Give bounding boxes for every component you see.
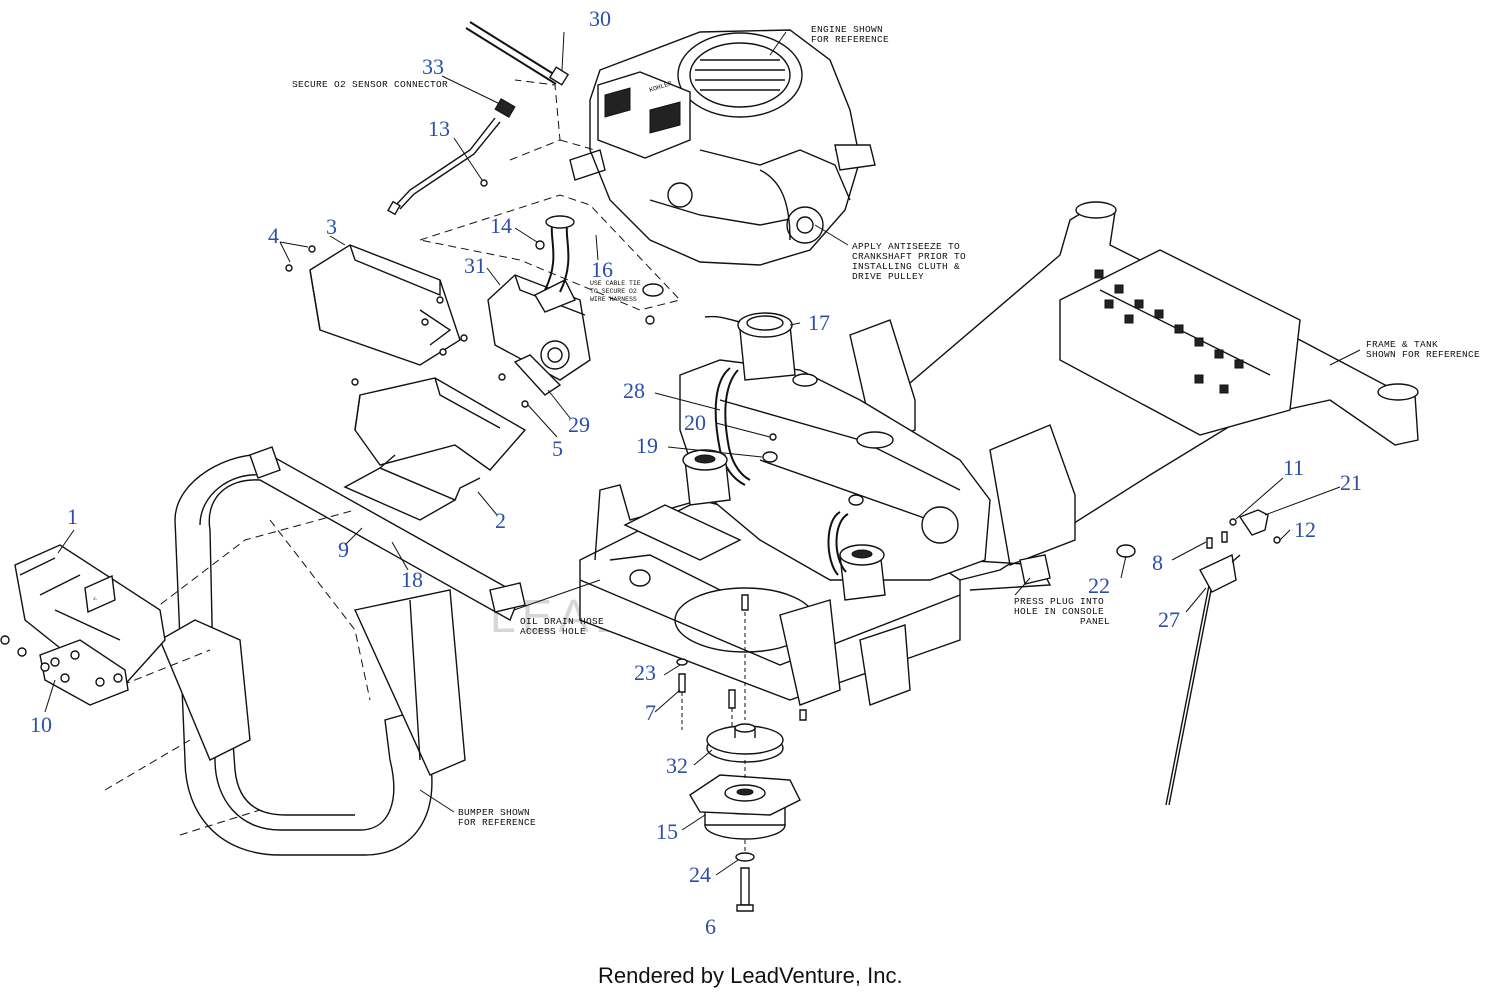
pto-clutch (689, 774, 801, 840)
screw-13 (480, 179, 488, 187)
engine-mount-phantom (418, 194, 681, 311)
callout-31: 31 (464, 253, 486, 278)
callout-4: 4 (268, 223, 279, 248)
washer-24 (735, 852, 755, 862)
canister-left (682, 449, 731, 506)
callout-7: 7 (645, 700, 656, 725)
fuel-cap (704, 312, 796, 381)
screw-12 (1273, 536, 1281, 544)
note-engine-2: FOR REFERENCE (811, 34, 889, 45)
dipstick-tube (465, 21, 570, 86)
front-plate: ⚠ (14, 544, 166, 706)
callout-14: 14 (490, 213, 512, 238)
nut-14 (535, 240, 545, 250)
callout-30: 30 (589, 6, 611, 31)
screw-4b (285, 264, 293, 272)
callout-24: 24 (689, 862, 711, 887)
frame-reference (579, 201, 1419, 706)
note-plug-1: PRESS PLUG INTO (1014, 596, 1104, 607)
reference-notes: ENGINE SHOWN FOR REFERENCE SECURE O2 SEN… (292, 24, 1480, 828)
note-oil-2: ACCESS HOLE (520, 626, 586, 637)
control-rod (1165, 553, 1241, 806)
callout-9: 9 (338, 537, 349, 562)
bumper-phantom (104, 509, 371, 836)
footer-credit: Rendered by LeadVenture, Inc. (598, 963, 903, 988)
callout-16: 16 (591, 257, 613, 282)
note-frame-1: FRAME & TANK (1366, 339, 1438, 350)
note-plug-2: HOLE IN CONSOLE (1014, 606, 1104, 617)
callout-32: 32 (666, 753, 688, 778)
mount-bracket (343, 377, 527, 521)
note-plug-3: PANEL (1080, 616, 1110, 627)
leader-lines (44, 31, 1361, 876)
heat-shield (309, 244, 461, 366)
note-cabletie-3: WIRE HARNESS (590, 296, 637, 303)
callout-6: 6 (705, 914, 716, 939)
screw-11 (1229, 518, 1237, 526)
callout-numbers: 30 33 13 3 4 14 16 31 29 5 2 9 18 1 10 1… (30, 6, 1362, 939)
note-engine-1: ENGINE SHOWN (811, 24, 883, 35)
note-frame-2: SHOWN FOR REFERENCE (1366, 349, 1480, 360)
callout-8: 8 (1152, 550, 1163, 575)
callout-17: 17 (808, 310, 830, 335)
callout-33: 33 (422, 54, 444, 79)
muffler (487, 215, 591, 381)
note-oil-1: OIL DRAIN HOSE (520, 616, 604, 627)
note-antiseize-3: INSTALLING CLUTH & (852, 261, 960, 272)
fuel-hose (714, 367, 746, 486)
exhaust-gasket (642, 283, 664, 297)
callout-3: 3 (326, 214, 337, 239)
bracket-21 (1238, 509, 1269, 536)
svg-text:⚠: ⚠ (92, 595, 97, 602)
callout-1: 1 (67, 504, 78, 529)
note-o2: SECURE O2 SENSOR CONNECTOR (292, 79, 448, 90)
nuts-10 (0, 635, 70, 683)
callout-10: 10 (30, 712, 52, 737)
note-antiseize-1: APPLY ANTISEEZE TO (852, 241, 960, 252)
canister-right (839, 544, 886, 601)
note-bumper-1: BUMPER SHOWN (458, 807, 530, 818)
screw-20 (769, 433, 777, 441)
o2-sensor-connector (387, 98, 516, 216)
screw-8 (1206, 537, 1213, 549)
bolt-7 (678, 673, 686, 693)
callout-15: 15 (656, 819, 678, 844)
callout-27: 27 (1158, 607, 1180, 632)
note-bumper-2: FOR REFERENCE (458, 817, 536, 828)
note-antiseize-2: CRANKSHAFT PRIOR TO (852, 251, 966, 262)
callout-18: 18 (401, 567, 423, 592)
callout-2: 2 (495, 508, 506, 533)
heat-deflector (513, 354, 562, 396)
callout-5: 5 (552, 436, 563, 461)
callout-20: 20 (684, 410, 706, 435)
callout-28: 28 (623, 378, 645, 403)
hose-clamp-19 (762, 451, 778, 463)
callout-11: 11 (1283, 455, 1304, 480)
bumper-reference (159, 446, 526, 856)
engine-reference: KOHLER (569, 29, 876, 266)
note-cabletie-2: TO SECURE O2 (590, 288, 637, 295)
washer-23 (676, 658, 688, 666)
console-plug (1116, 544, 1136, 558)
callout-12: 12 (1294, 517, 1316, 542)
callout-29: 29 (568, 412, 590, 437)
drive-pulley (706, 723, 784, 763)
callout-23: 23 (634, 660, 656, 685)
bolt-6 (740, 867, 750, 906)
note-cabletie-1: USE CABLE TIE (590, 280, 641, 287)
callout-22: 22 (1088, 573, 1110, 598)
o2-harness-phantom (509, 79, 561, 161)
oil-drain-access-hole (629, 569, 651, 587)
callout-21: 21 (1340, 470, 1362, 495)
callout-13: 13 (428, 116, 450, 141)
callout-19: 19 (636, 433, 658, 458)
screw-4a (308, 245, 316, 253)
note-antiseize-4: DRIVE PULLEY (852, 271, 924, 282)
